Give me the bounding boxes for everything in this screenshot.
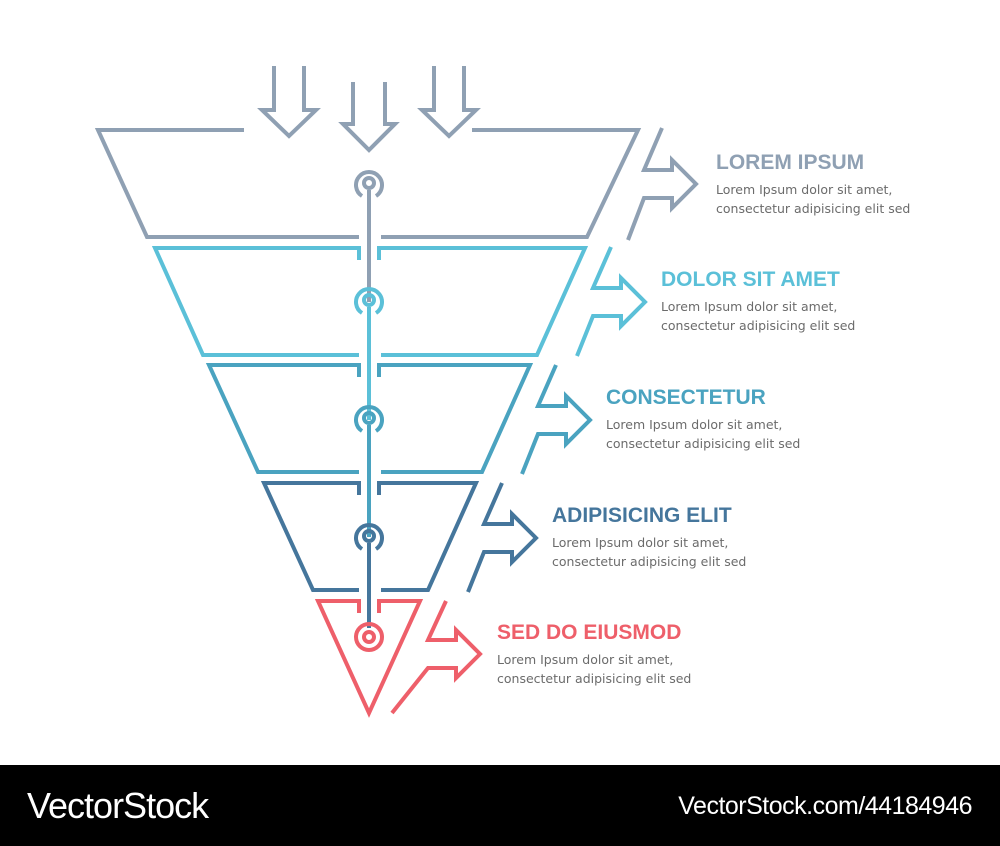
side-arrow-icon [390, 600, 483, 715]
label-level-5: SED DO EIUSMOD Lorem Ipsum dolor sit ame… [497, 621, 691, 688]
label-level-3: CONSECTETUR Lorem Ipsum dolor sit amet, … [606, 386, 800, 453]
level-4-desc-line-2: consectetur adipisicing elit sed [552, 554, 747, 569]
down-arrow-icon [338, 82, 400, 153]
level-5-title: SED DO EIUSMOD [497, 621, 682, 644]
label-level-1: LOREM IPSUM Lorem Ipsum dolor sit amet, … [716, 151, 910, 218]
side-arrow-icon [626, 127, 699, 241]
funnel-level-3 [205, 363, 593, 537]
level-2-title: DOLOR SIT AMET [661, 268, 840, 291]
side-arrow-icon [575, 246, 648, 357]
level-5-desc-line-1: Lorem Ipsum dolor sit amet, [497, 652, 674, 667]
target-icon [354, 405, 384, 433]
level-1-title: LOREM IPSUM [716, 151, 865, 174]
funnel-level-5 [314, 599, 483, 718]
down-arrow-icon [417, 66, 481, 139]
level-3-desc-line-1: Lorem Ipsum dolor sit amet, [606, 417, 783, 432]
level-4-desc-line-1: Lorem Ipsum dolor sit amet, [552, 535, 729, 550]
funnel-level-2 [151, 246, 648, 420]
level-4-title: ADIPISICING ELIT [552, 504, 732, 527]
label-level-2: DOLOR SIT AMET Lorem Ipsum dolor sit ame… [661, 268, 855, 335]
side-arrow-icon [520, 364, 593, 475]
image-url: VectorStock.com/44184946 [678, 792, 972, 820]
level-1-desc-line-1: Lorem Ipsum dolor sit amet, [716, 182, 893, 197]
level-3-desc-line-2: consectetur adipisicing elit sed [606, 436, 801, 451]
label-level-4: ADIPISICING ELIT Lorem Ipsum dolor sit a… [552, 504, 746, 571]
down-arrow-icon [257, 66, 321, 139]
footer-bar: VectorStock VectorStock.com/44184946 [0, 765, 1000, 846]
target-icon [354, 170, 384, 198]
brand-logo: VectorStock [27, 785, 209, 826]
level-5-desc-line-2: consectetur adipisicing elit sed [497, 671, 692, 686]
target-icon [354, 287, 384, 315]
target-icon [354, 622, 384, 652]
level-1-desc-line-2: consectetur adipisicing elit sed [716, 201, 911, 216]
input-arrows [257, 66, 481, 153]
funnel-level-1 [94, 127, 699, 302]
level-2-desc-line-1: Lorem Ipsum dolor sit amet, [661, 299, 838, 314]
funnel-level-4 [260, 481, 539, 628]
side-arrow-icon [466, 482, 539, 593]
level-2-desc-line-2: consectetur adipisicing elit sed [661, 318, 856, 333]
funnel-diagram [94, 66, 699, 718]
target-icon [354, 523, 384, 551]
level-3-title: CONSECTETUR [606, 386, 766, 409]
